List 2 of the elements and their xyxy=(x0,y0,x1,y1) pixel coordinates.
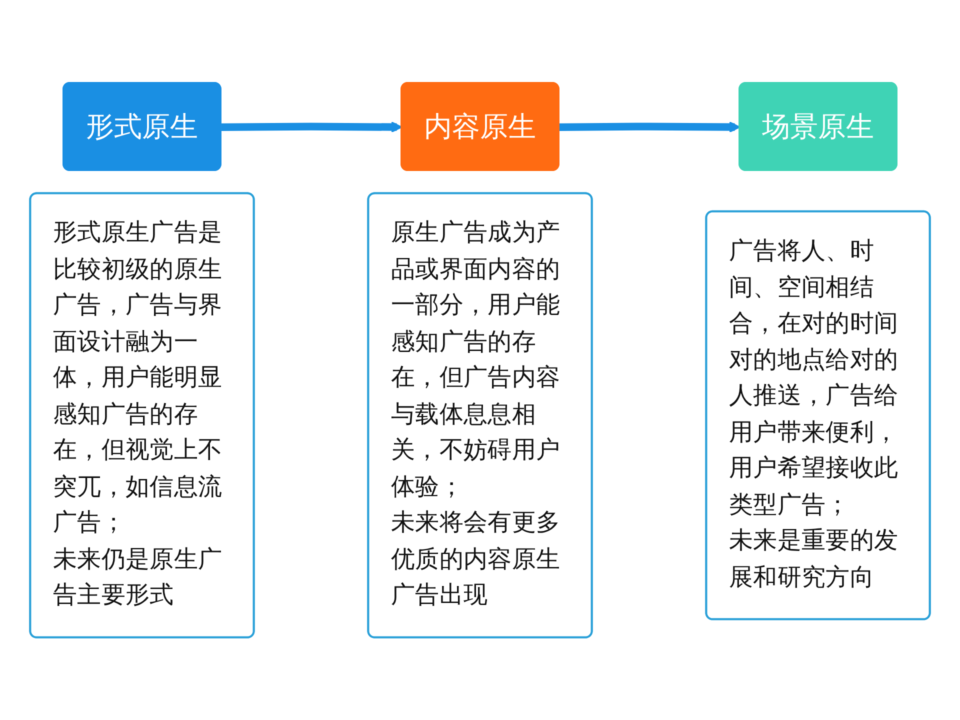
arrow xyxy=(559,121,740,133)
arrow xyxy=(221,121,402,133)
